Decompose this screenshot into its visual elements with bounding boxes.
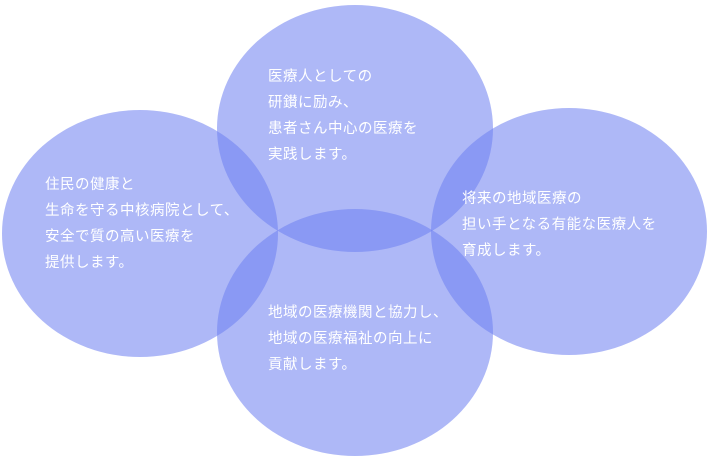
circle-top-line-3: 患者さん中心の医療を [268,121,418,137]
circle-top-text: 医療人としての 研鑚に励み、 患者さん中心の医療を 実践します。 [268,64,418,168]
circle-right-line-2: 担い手となる有能な医療人を [462,217,657,233]
circle-top-line-2: 研鑚に励み、 [268,95,358,111]
circle-top-line-1: 医療人としての [268,69,373,85]
circle-right-text: 将来の地域医療の 担い手となる有能な医療人を 育成します。 [462,186,657,264]
circle-bottom-line-2: 地域の医療福祉の向上に [268,331,433,347]
circle-bottom-text: 地域の医療機関と協力し、 地域の医療福祉の向上に 貢献します。 [268,300,448,378]
circle-left-line-1: 住民の健康と [45,177,135,193]
circle-left-line-4: 提供します。 [45,255,134,271]
circle-bottom-line-1: 地域の医療機関と協力し、 [268,305,448,321]
circle-right-line-1: 将来の地域医療の [462,191,582,207]
circle-left-line-2: 生命を守る中核病院として、 [45,203,239,219]
circle-left-text: 住民の健康と 生命を守る中核病院として、 安全で質の高い医療を 提供します。 [45,172,239,276]
circle-bottom-line-3: 貢献します。 [268,357,357,373]
circle-left-line-3: 安全で質の高い医療を [45,229,195,245]
circle-bottom [217,209,493,456]
circle-right-line-3: 育成します。 [462,243,551,259]
circle-top-line-4: 実践します。 [268,147,357,163]
